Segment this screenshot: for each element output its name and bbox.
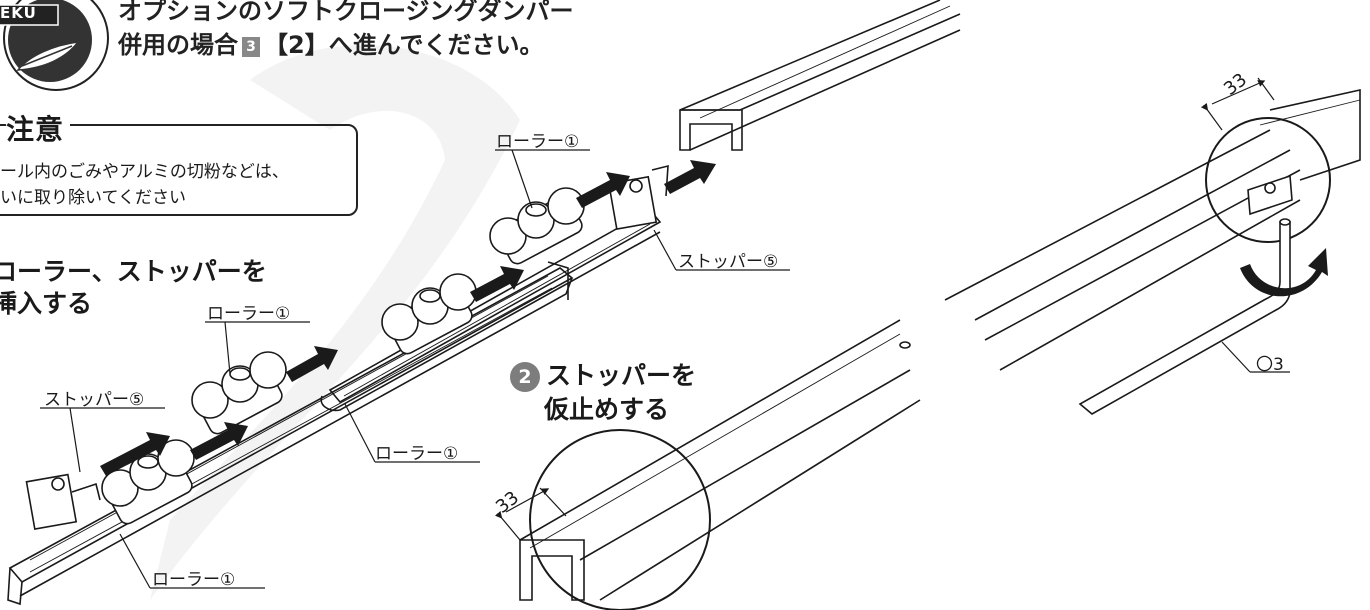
caution-box	[0, 124, 358, 216]
callout-hex-key: 〇3	[1256, 355, 1284, 375]
intro-line-1: オプションのソフトクロージングダンパー	[118, 0, 574, 25]
insertion-arrows	[100, 160, 716, 476]
caution-line-1: ール内のごみやアルミの切粉などは、	[0, 162, 289, 182]
callout-roller-bottom: ローラー①	[152, 570, 236, 590]
step2-line-1: ストッパーを	[546, 361, 697, 390]
track-top	[679, 0, 961, 151]
watermark-shape	[150, 45, 520, 600]
roller-group-4	[489, 187, 585, 265]
leader-lines	[40, 149, 1290, 589]
step2-line-2: 仮止めする	[544, 395, 670, 424]
callout-roller-mid: ローラー①	[207, 304, 291, 324]
section-number-badge: 3	[242, 37, 260, 57]
intro-line-2-before: 併用の場合	[118, 31, 238, 59]
caution-line-2: いに取り除いてください	[0, 188, 186, 208]
stopper-left	[25, 473, 101, 531]
step2-number-badge: 2	[510, 362, 540, 392]
roller-group-2	[191, 351, 287, 435]
feather-icon	[16, 41, 80, 71]
track-right	[944, 89, 1361, 371]
rotation-arrow-icon	[1240, 248, 1328, 297]
step1-line-1: ローラー、ストッパーを	[0, 257, 267, 286]
callout-roller-rail: ローラー①	[375, 444, 459, 464]
step1-heading: ローラー、ストッパーを 挿入する	[0, 256, 267, 320]
caution-title: 注意	[6, 108, 71, 148]
callout-stopper-right: ストッパー⑤	[678, 252, 779, 272]
intro-line-2-after: 【2】へ進んでください。	[264, 31, 544, 59]
logo-brand-text: EKU	[0, 4, 37, 22]
roller-group-3	[381, 273, 477, 355]
callout-roller-top: ローラー①	[496, 132, 580, 152]
soft-close-logo	[0, 0, 109, 91]
dimension-lines	[500, 78, 1275, 541]
rail-middle	[320, 208, 662, 412]
step1-line-2: 挿入する	[0, 289, 93, 318]
callout-stopper-left: ストッパー⑤	[44, 390, 145, 410]
roller-group-1	[101, 439, 195, 525]
hex-key-icon	[1078, 218, 1291, 415]
